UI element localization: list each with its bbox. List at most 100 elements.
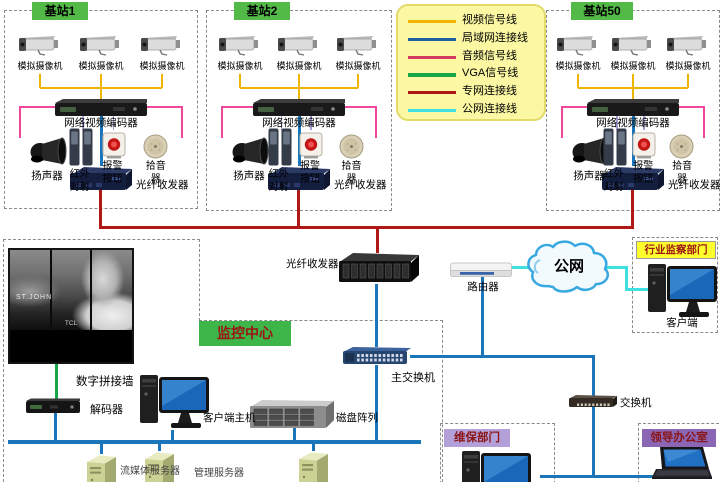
- private-network-line: [376, 226, 379, 253]
- lan-line: [312, 443, 315, 451]
- fiber-transceiver-device: [266, 165, 332, 193]
- monitoring-center-boundary: [3, 239, 4, 482]
- video-encoder-device: [55, 99, 147, 117]
- public-network-cloud-label: 公网: [553, 258, 584, 275]
- client-host-label: 客户端主机: [203, 412, 256, 424]
- main-switch-device: [343, 346, 411, 371]
- alarm-signal-line: [280, 116, 283, 130]
- analog-camera-icon: [18, 31, 62, 58]
- analog-camera-icon: [218, 31, 262, 58]
- video-wall: ST.JOHN TCL: [8, 248, 134, 364]
- video-wall-image: ST.JOHN TCL: [10, 250, 132, 330]
- fiber-transceiver-label: 光纤收发器: [668, 179, 721, 191]
- legend-swatch-6: [408, 109, 456, 113]
- disk-array-label: 磁盘阵列: [336, 412, 378, 424]
- video-wall-label: 数字拼接墙: [76, 376, 134, 388]
- lan-line: [592, 355, 595, 477]
- camera-label: 模拟摄像机: [276, 61, 322, 71]
- alarm-signal-line: [112, 116, 115, 130]
- station-tab: 基站50: [571, 2, 633, 20]
- lan-line: [171, 430, 174, 441]
- video-signal-line: [100, 74, 103, 100]
- server-label: 管理服务器: [194, 468, 244, 479]
- public-network-cloud: [524, 240, 614, 303]
- video-signal-line: [298, 74, 301, 100]
- alarm-button-label: 报警按钮: [300, 161, 321, 185]
- camera-label: 模拟摄像机: [665, 61, 711, 71]
- lan-line: [99, 116, 103, 166]
- server-label: 流媒体服务器: [120, 466, 180, 477]
- video-signal-line: [357, 74, 360, 88]
- audio-signal-line: [181, 106, 184, 138]
- decoder-device: [26, 398, 80, 419]
- infrared-sensor-label: 红外对射: [268, 169, 289, 193]
- maintenance-dept-label: 维保部门: [444, 429, 510, 447]
- legend-swatch-4: [408, 73, 456, 77]
- audio-signal-line: [679, 106, 705, 109]
- router-device: [450, 262, 512, 283]
- analog-camera-icon: [666, 31, 710, 58]
- central-fiber-transceiver-label: 光纤收发器: [286, 258, 339, 270]
- analog-camera-icon: [140, 31, 184, 58]
- audio-pickup-label: 拾音器: [145, 161, 166, 185]
- camera-label: 模拟摄像机: [139, 61, 185, 71]
- fiber-transceiver-label: 光纤收发器: [334, 179, 387, 191]
- client-host-computer: [138, 372, 212, 437]
- lan-line: [293, 428, 296, 441]
- video-encoder-label: 网络视频编码器: [262, 117, 336, 129]
- analog-camera-icon: [277, 31, 321, 58]
- audio-signal-line: [19, 106, 55, 109]
- industry-dept-label: 行业监察部门: [636, 241, 716, 259]
- legend-item-label: 局域网连接线: [462, 31, 528, 44]
- video-wall-text-tcl: TCL: [64, 320, 78, 327]
- private-network-line: [99, 190, 102, 227]
- industry-client-label: 客户端: [666, 317, 698, 329]
- private-network-line: [297, 190, 300, 227]
- alarm-signal-line: [643, 116, 646, 130]
- analog-camera-icon: [556, 31, 600, 58]
- station-tab: 基站2: [234, 2, 290, 20]
- maintenance-computer: [460, 448, 534, 482]
- lan-line: [375, 365, 378, 442]
- alarm-button-icon: [299, 132, 323, 159]
- alarm-button-label: 报警按钮: [633, 161, 654, 185]
- legend-swatch-2: [408, 37, 456, 41]
- lan-line: [100, 443, 103, 454]
- alarm-signal-line: [310, 116, 312, 130]
- video-wall-seam: [50, 250, 52, 330]
- leadership-laptop: [648, 446, 712, 482]
- legend-item-label: 专网连接线: [462, 85, 517, 98]
- camera-label: 模拟摄像机: [610, 61, 656, 71]
- vga-line: [55, 362, 58, 399]
- infrared-sensor-label: 红外对射: [603, 169, 624, 193]
- leadership-office-box: [638, 423, 719, 482]
- camera-label: 模拟摄像机: [217, 61, 263, 71]
- decoder-label: 解码器: [90, 404, 123, 416]
- video-encoder-device: [587, 99, 679, 117]
- lan-line: [297, 116, 301, 166]
- industry-dept-box: [632, 237, 718, 333]
- router-label: 路由器: [467, 281, 499, 293]
- audio-signal-line: [221, 106, 253, 109]
- legend-item-label: 视频信号线: [462, 14, 517, 26]
- video-signal-line: [161, 74, 164, 88]
- video-signal-line: [632, 74, 635, 100]
- audio-pickup-label: 拾音器: [672, 161, 693, 185]
- audio-pickup-label: 拾音器: [341, 161, 362, 185]
- legend-swatch-5: [408, 91, 456, 95]
- camera-label: 模拟摄像机: [78, 61, 124, 71]
- lan-line: [158, 443, 161, 451]
- station-tab: 基站1: [32, 2, 88, 20]
- industry-client-computer: [646, 261, 720, 326]
- audio-signal-line: [375, 106, 378, 138]
- analog-camera-icon: [79, 31, 123, 58]
- legend-item-label: 音频信号线: [462, 49, 517, 62]
- monitoring-center-boundary: [199, 239, 200, 321]
- lan-line: [540, 475, 678, 478]
- camera-label: 模拟摄像机: [17, 61, 63, 71]
- server-tower: [142, 450, 176, 482]
- lan-line: [481, 277, 484, 357]
- audio-signal-line: [147, 106, 183, 109]
- legend-item-label: 公网连接线: [462, 103, 517, 115]
- analog-camera-icon: [336, 31, 380, 58]
